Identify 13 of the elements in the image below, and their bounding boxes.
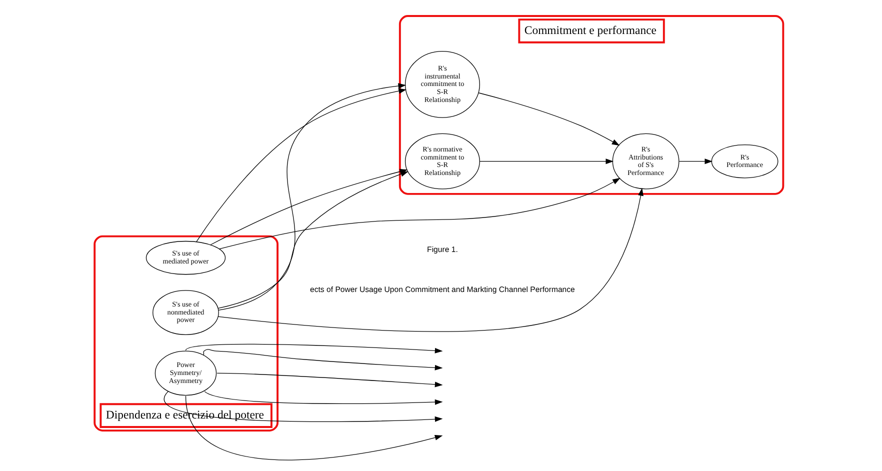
- arrow: [678, 158, 712, 164]
- arrow: [479, 158, 614, 164]
- arrow: [218, 178, 620, 250]
- arrow: [216, 372, 442, 388]
- arrow: [478, 92, 620, 146]
- arrow: [196, 88, 406, 242]
- arrow: [217, 171, 408, 309]
- arrow: [218, 83, 406, 311]
- arrow: [202, 349, 442, 370]
- arrow: [163, 391, 442, 422]
- arrow: [184, 344, 442, 354]
- arrow: [204, 391, 442, 405]
- arrow: [217, 188, 643, 332]
